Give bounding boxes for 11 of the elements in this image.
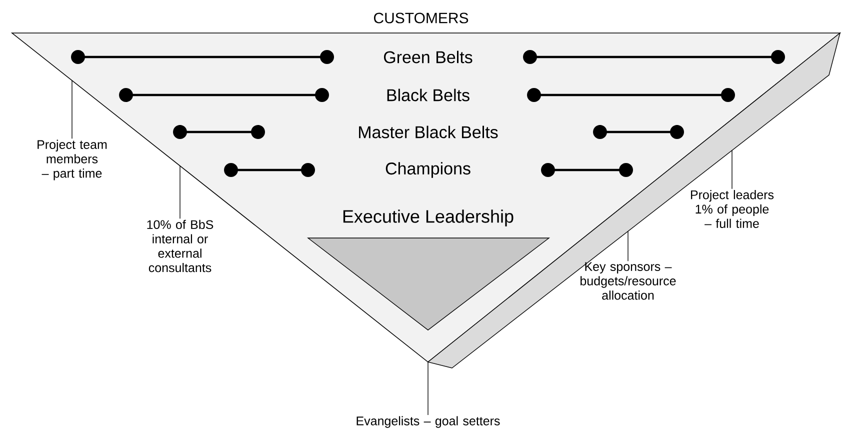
tier-label: Champions [386,162,470,178]
callout-text: Key sponsors – budgets/resource allocation [580,262,676,300]
tier-label: Black Belts [387,88,470,102]
node-label: CUSTOMERS [374,12,468,24]
tier-label: Green Belts [384,50,472,64]
node-label: Executive Leadership [343,210,514,226]
tier-label: Master Black Belts [359,126,498,138]
callout-text: Project leaders 1% of people – full time [691,190,774,228]
callout-text: 10% of BbS internal or external consultants [147,220,214,272]
callout-text: Project team members – part time [38,140,107,180]
callout-text: Evangelists – goal setters [356,416,500,428]
